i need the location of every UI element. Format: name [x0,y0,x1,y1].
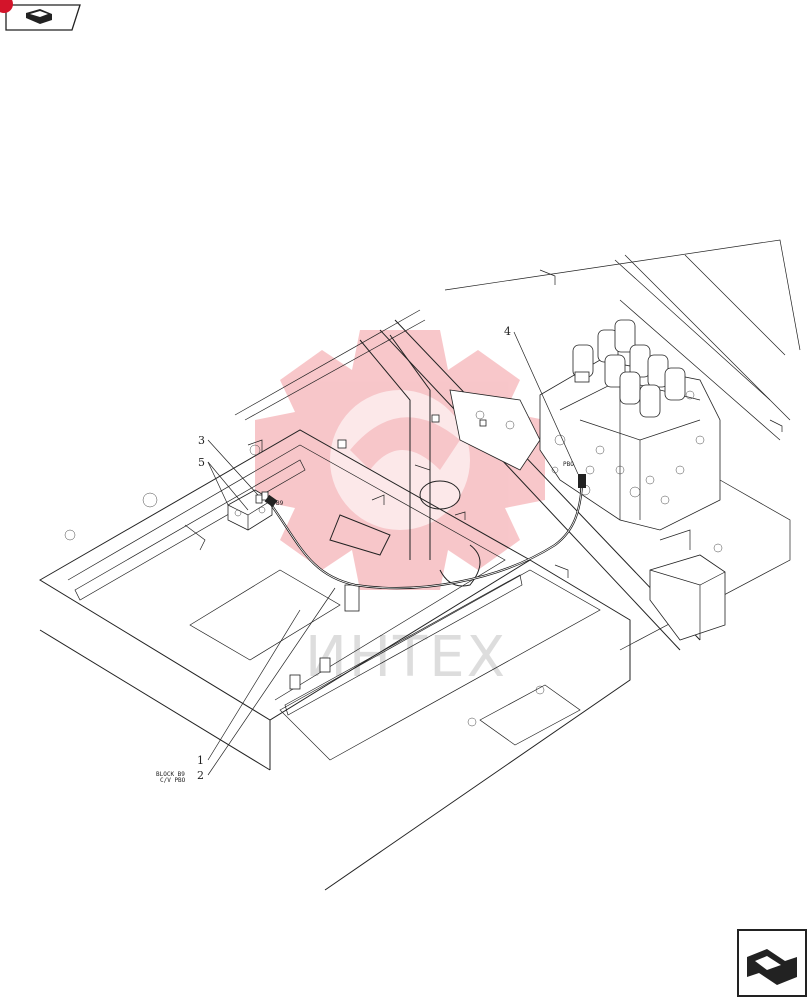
upper-frame [39,239,801,891]
solenoid-group [572,319,686,418]
callout-3: 3 [198,434,205,447]
frame-details [64,269,783,727]
leader-lines [207,331,579,776]
hydraulic-hose [264,474,586,590]
callout-4: 4 [504,325,511,338]
next-page-button[interactable] [737,929,807,997]
previous-page-tab[interactable] [0,0,84,32]
label-block-b9: BLOCK B9 [156,771,185,778]
label-cv-pbo: C/V PBO [160,777,186,784]
control-valve [539,319,721,531]
previous-page-arrow-icon [26,9,52,24]
next-page-arrow-icon [747,949,797,985]
callout-5: 5 [198,456,205,469]
page-badge-icon [0,0,13,13]
watermark-text: ИНТЕХ [305,625,507,690]
block-b9 [227,439,273,531]
callout-2: 2 [197,769,204,782]
label-port-pbo: PBO [563,461,574,468]
callout-1: 1 [197,754,204,767]
label-port-b9: B9 [276,500,284,507]
